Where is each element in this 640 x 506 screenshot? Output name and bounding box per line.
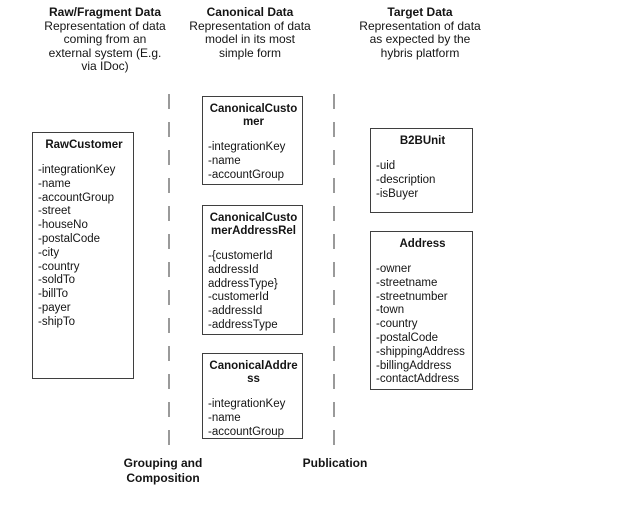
attribute-line: -integrationKey: [38, 164, 116, 176]
entity-title: CanonicalAddress: [209, 360, 298, 385]
attribute-line: -houseNo: [38, 219, 88, 232]
attribute-line: -city: [38, 246, 60, 259]
stage-label-grouping-and-composition: Grouping and Composition: [123, 456, 203, 485]
attribute-line: -country: [38, 260, 80, 273]
entity-attributes: -owner-streetname-streetnumber-town-coun…: [376, 263, 469, 387]
dashed-separator-left: [168, 94, 170, 446]
entity-title: CanonicalCustomer: [209, 103, 298, 128]
attribute-line: -description: [376, 173, 436, 186]
attribute-line: -contactAddress: [376, 373, 460, 386]
entity-box-canonical-address: CanonicalAddress -integrationKey-name-ac…: [202, 353, 303, 439]
attribute-line: -name: [208, 411, 241, 424]
attribute-line: -name: [208, 154, 241, 167]
entity-box-b2b-unit: B2BUnit -uid-description-isBuyer: [370, 128, 473, 213]
column-title: Target Data: [387, 5, 453, 19]
column-title: Raw/Fragment Data: [48, 5, 162, 19]
entity-title: CanonicalCustomerAddressRel: [209, 212, 298, 237]
column-header-canonical-data: Canonical Data Representation of data mo…: [170, 5, 330, 60]
column-subtitle: Representation of data coming from an ex…: [44, 18, 166, 73]
entity-attributes: -uid-description-isBuyer: [376, 160, 469, 201]
entity-attributes: -integrationKey-name-accountGroup-street…: [38, 164, 130, 330]
attribute-line: -billingAddress: [376, 359, 452, 372]
attribute-line: -postalCode: [376, 331, 439, 344]
attribute-line: -customerId: [208, 291, 269, 304]
attribute-line: addressId: [208, 263, 259, 276]
stage-label-publication: Publication: [302, 456, 368, 470]
attribute-line: -addressType: [208, 318, 278, 331]
entity-attributes: -integrationKey-name-accountGroup: [208, 141, 299, 182]
column-header-raw-fragment-data: Raw/Fragment Data Representation of data…: [5, 5, 205, 74]
attribute-line: -shipTo: [38, 315, 76, 328]
entity-box-address: Address -owner-streetname-streetnumber-t…: [370, 231, 473, 390]
entity-title: B2BUnit: [399, 135, 446, 147]
attribute-line: -owner: [376, 263, 412, 275]
attribute-line: -soldTo: [38, 274, 76, 287]
attribute-line: -billTo: [38, 288, 69, 301]
attribute-line: -streetname: [376, 276, 438, 289]
entity-box-canonical-customer: CanonicalCustomer -integrationKey-name-a…: [202, 96, 303, 185]
attribute-line: -integrationKey: [208, 398, 286, 410]
attribute-line: -{customerId: [208, 250, 273, 262]
attribute-line: -payer: [38, 301, 71, 314]
entity-box-canonical-customer-address-rel: CanonicalCustomerAddressRel -{customerId…: [202, 205, 303, 335]
entity-title: RawCustomer: [45, 139, 123, 151]
column-header-target-data: Target Data Representation of data as ex…: [340, 5, 500, 60]
attribute-line: -isBuyer: [376, 187, 419, 200]
column-title: Canonical Data: [206, 5, 294, 19]
attribute-line: -addressId: [208, 305, 263, 318]
entity-title: Address: [399, 238, 446, 250]
attribute-line: -accountGroup: [208, 425, 285, 438]
attribute-line: -name: [38, 177, 71, 190]
column-subtitle: Representation of data as expected by th…: [359, 18, 481, 60]
entity-attributes: -integrationKey-name-accountGroup: [208, 398, 299, 439]
attribute-line: -shippingAddress: [376, 345, 465, 358]
attribute-line: -accountGroup: [38, 191, 115, 204]
attribute-line: addressType}: [208, 277, 278, 290]
attribute-line: -town: [376, 304, 405, 317]
attribute-line: -streetnumber: [376, 290, 448, 303]
attribute-line: -country: [376, 318, 418, 331]
dashed-separator-right: [333, 94, 335, 446]
entity-box-raw-customer: RawCustomer -integrationKey-name-account…: [32, 132, 134, 379]
attribute-line: -uid: [376, 160, 396, 172]
attribute-line: -postalCode: [38, 232, 101, 245]
attribute-line: -street: [38, 205, 71, 218]
attribute-line: -integrationKey: [208, 141, 286, 153]
attribute-line: -accountGroup: [208, 168, 285, 181]
column-subtitle: Representation of data model in its most…: [189, 18, 311, 60]
